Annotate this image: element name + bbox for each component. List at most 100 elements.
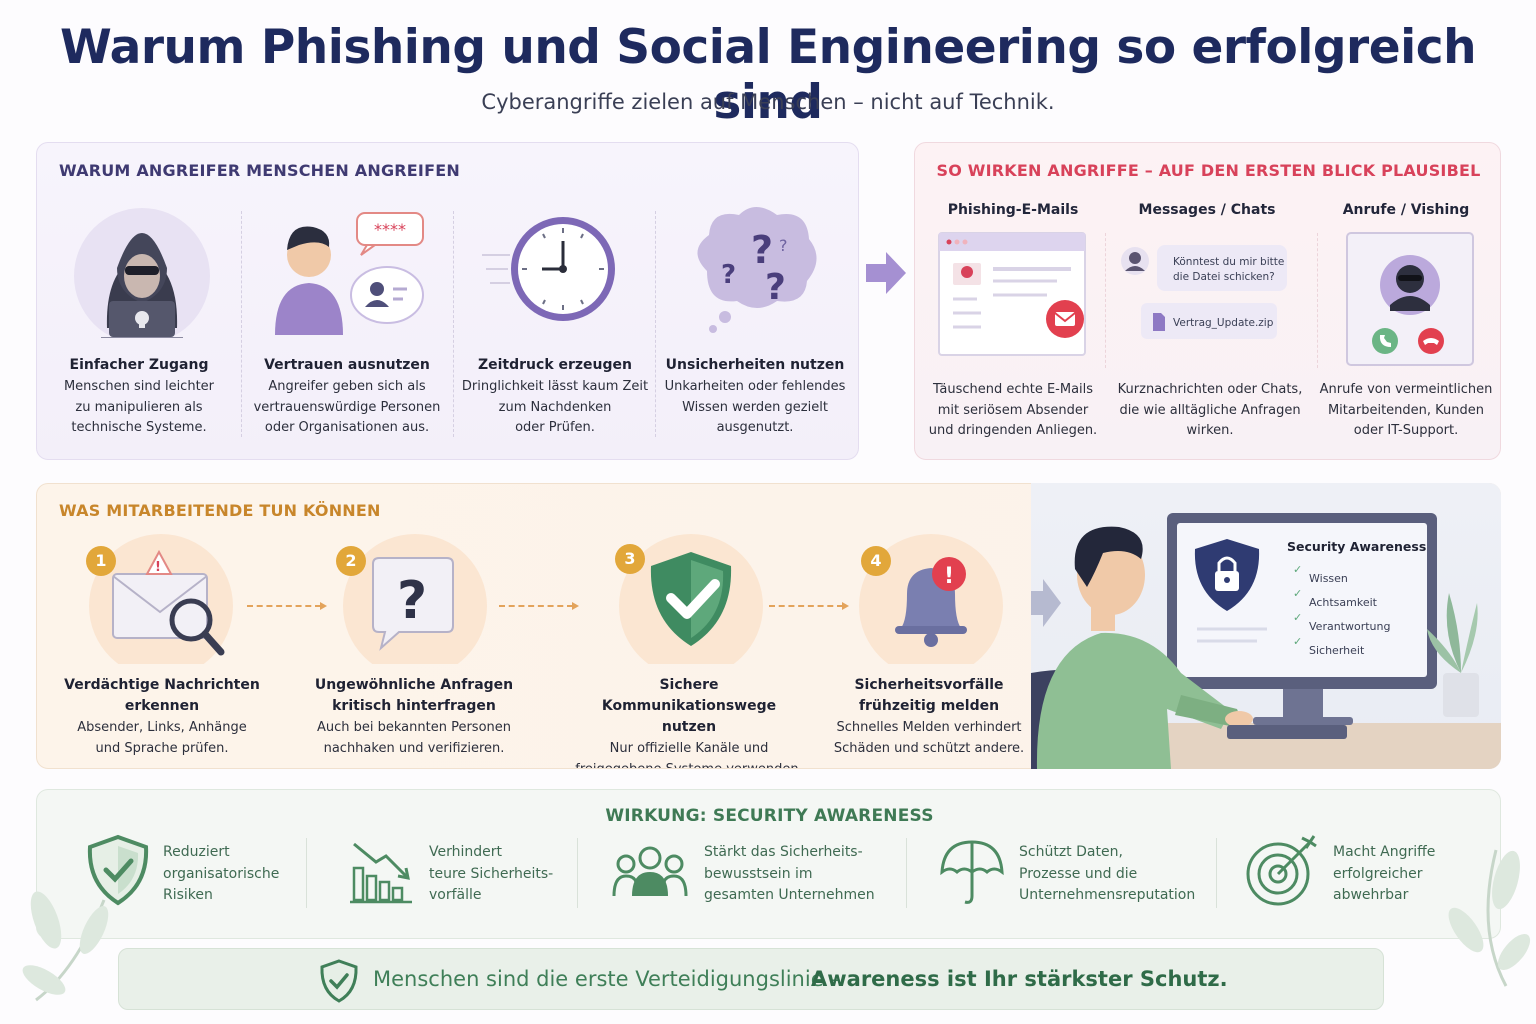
suspicious-mail-icon: ! <box>89 534 233 664</box>
divider <box>453 211 454 437</box>
item-heading: Einfacher Zugang <box>69 357 209 373</box>
step-heading: kritisch hinterfragen <box>332 698 496 714</box>
divider <box>906 838 907 908</box>
effect-text: Stärkt das Sicherheits- <box>704 844 863 860</box>
svg-text:?: ? <box>751 228 773 272</box>
svg-text:?: ? <box>721 260 736 290</box>
svg-text:✓: ✓ <box>1293 611 1302 624</box>
item-text: Angreifer geben sich als <box>268 379 426 394</box>
item-text: Mitarbeitenden, Kunden <box>1327 402 1485 418</box>
svg-text:✓: ✓ <box>1293 635 1302 648</box>
step-text: Nur offizielle Kanäle und <box>609 741 769 756</box>
step-heading: erkennen <box>124 698 200 714</box>
item-text: die wie alltägliche Anfragen <box>1119 402 1301 418</box>
hacker-icon <box>74 208 210 338</box>
item-text: Kurznachrichten oder Chats, <box>1117 382 1303 397</box>
confusion-cloud-icon: ? ? ? ? <box>697 207 817 333</box>
attack-item-chat: Kurznachrichten oder Chats, die wie alltä… <box>1111 379 1309 442</box>
actions-panel-title: WAS MITARBEITENDE TUN KÖNNEN <box>59 501 381 520</box>
effect-text: abwehrbar <box>1333 887 1409 903</box>
arrow-right-icon <box>1031 579 1061 627</box>
step-text: Absender, Links, Anhänge <box>77 720 247 735</box>
footer-text: Menschen sind die erste Verteidigungslin… <box>373 967 841 991</box>
secure-shield-icon <box>619 534 763 664</box>
svg-text:?: ? <box>765 267 786 308</box>
effect-text: teure Sicherheits- <box>429 865 554 882</box>
screen-title: Security Awareness <box>1287 539 1426 554</box>
step-text: nachhaken und verifizieren. <box>323 740 505 756</box>
step-number: 1 <box>86 546 116 576</box>
attack-heading: Messages / Chats <box>1138 202 1276 218</box>
svg-text:!: ! <box>155 560 161 575</box>
item-text: Unkarheiten oder fehlendes <box>664 379 846 394</box>
item-text: oder Prüfen. <box>515 420 595 435</box>
screen-item: Wissen <box>1309 572 1348 585</box>
divider <box>1105 233 1106 368</box>
item-text: wirken. <box>1186 423 1234 438</box>
effect-item-awareness: Stärkt das Sicherheits-bewusstsein im ges… <box>704 842 875 907</box>
effect-text: gesamten Unternehmen <box>704 887 875 903</box>
footer-text-bold: Awareness ist Ihr stärkster Schutz. <box>811 967 1228 991</box>
item-heading: Vertrauen ausnutzen <box>264 357 430 373</box>
effect-text: bewusstsein im <box>704 865 813 882</box>
step-heading: nutzen <box>661 719 717 735</box>
item-text: Menschen sind leichter <box>63 379 215 394</box>
action-step-recognize: Verdächtige Nachrichten erkennen Absender… <box>59 675 265 759</box>
effect-text: erfolgreicher <box>1333 865 1423 882</box>
screen-item: Verantwortung <box>1309 620 1390 633</box>
item-heading: Unsicherheiten nutzen <box>665 357 845 373</box>
step-heading: frühzeitig melden <box>858 698 1000 714</box>
attack-heading: Phishing-E-Mails <box>947 202 1079 218</box>
target-icon <box>1246 835 1317 906</box>
leaf-decoration-icon <box>22 891 109 1002</box>
security-awareness-illustration: Security Awareness ✓Wissen ✓Achtsamkeit … <box>1031 483 1501 769</box>
chat-line: die Datei schicken? <box>1173 271 1275 283</box>
step-text: und Sprache prüfen. <box>95 740 229 756</box>
attack-heading: Anrufe / Vishing <box>1342 202 1470 218</box>
step-number: 4 <box>861 546 891 576</box>
screen-item: Achtsamkeit <box>1309 596 1378 609</box>
clock-icon <box>482 217 615 321</box>
why-item-trust: Vertrauen ausnutzen Angreifer geben sich… <box>247 355 447 439</box>
question-bubble-icon: ? <box>343 534 487 664</box>
effect-text: organisatorische <box>163 865 280 882</box>
attachment-name: Vertrag_Update.zip <box>1173 317 1274 329</box>
step-text: Auch bei bekannten Personen <box>316 720 512 735</box>
step-heading: Sicherheitsvorfälle <box>854 677 1004 693</box>
umbrella-icon <box>940 840 1004 904</box>
item-text: und dringenden Anliegen. <box>928 423 1098 438</box>
svg-text:✓: ✓ <box>1293 587 1302 600</box>
item-text: technische Systeme. <box>71 420 207 435</box>
effect-text: Prozesse und die <box>1019 865 1138 882</box>
why-item-access: Einfacher Zugang Menschen sind leichter z… <box>49 355 229 439</box>
why-attackers-panel: WARUM ANGREIFER MENSCHEN ANGREIFEN **** <box>36 142 859 460</box>
step-text: Schäden und schützt andere. <box>833 740 1025 756</box>
svg-text:?: ? <box>779 236 788 255</box>
shield-check-icon <box>320 959 358 1003</box>
effect-text: Macht Angriffe <box>1333 844 1436 860</box>
effect-text: vorfälle <box>429 887 482 903</box>
step-number: 2 <box>336 546 366 576</box>
item-heading: Zeitdruck erzeugen <box>477 357 632 373</box>
effect-text: Unternehmensreputation <box>1019 887 1196 903</box>
page-subtitle: Cyberangriffe zielen auf Menschen – nich… <box>481 90 1055 114</box>
why-item-time-pressure: Zeitdruck erzeugen Dringlichkeit lässt k… <box>459 355 651 439</box>
step-connector <box>499 602 579 610</box>
step-heading: Verdächtige Nachrichten <box>64 677 260 693</box>
step-number: 3 <box>615 544 645 574</box>
item-text: zu manipulieren als <box>75 399 203 415</box>
trust-person-icon: **** <box>275 212 424 335</box>
shield-check-icon <box>87 834 149 906</box>
effect-panel-title: WIRKUNG: SECURITY AWARENESS <box>605 806 934 826</box>
chat-message-icon: Könntest du mir bitte die Datei schicken… <box>1121 245 1287 339</box>
attacks-panel: SO WIRKEN ANGRIFFE – AUF DEN ERSTEN BLIC… <box>914 142 1501 460</box>
step-heading: Sichere Kommunikationswege <box>601 677 777 714</box>
vishing-call-icon <box>1346 232 1474 366</box>
item-text: zum Nachdenken <box>498 399 612 415</box>
